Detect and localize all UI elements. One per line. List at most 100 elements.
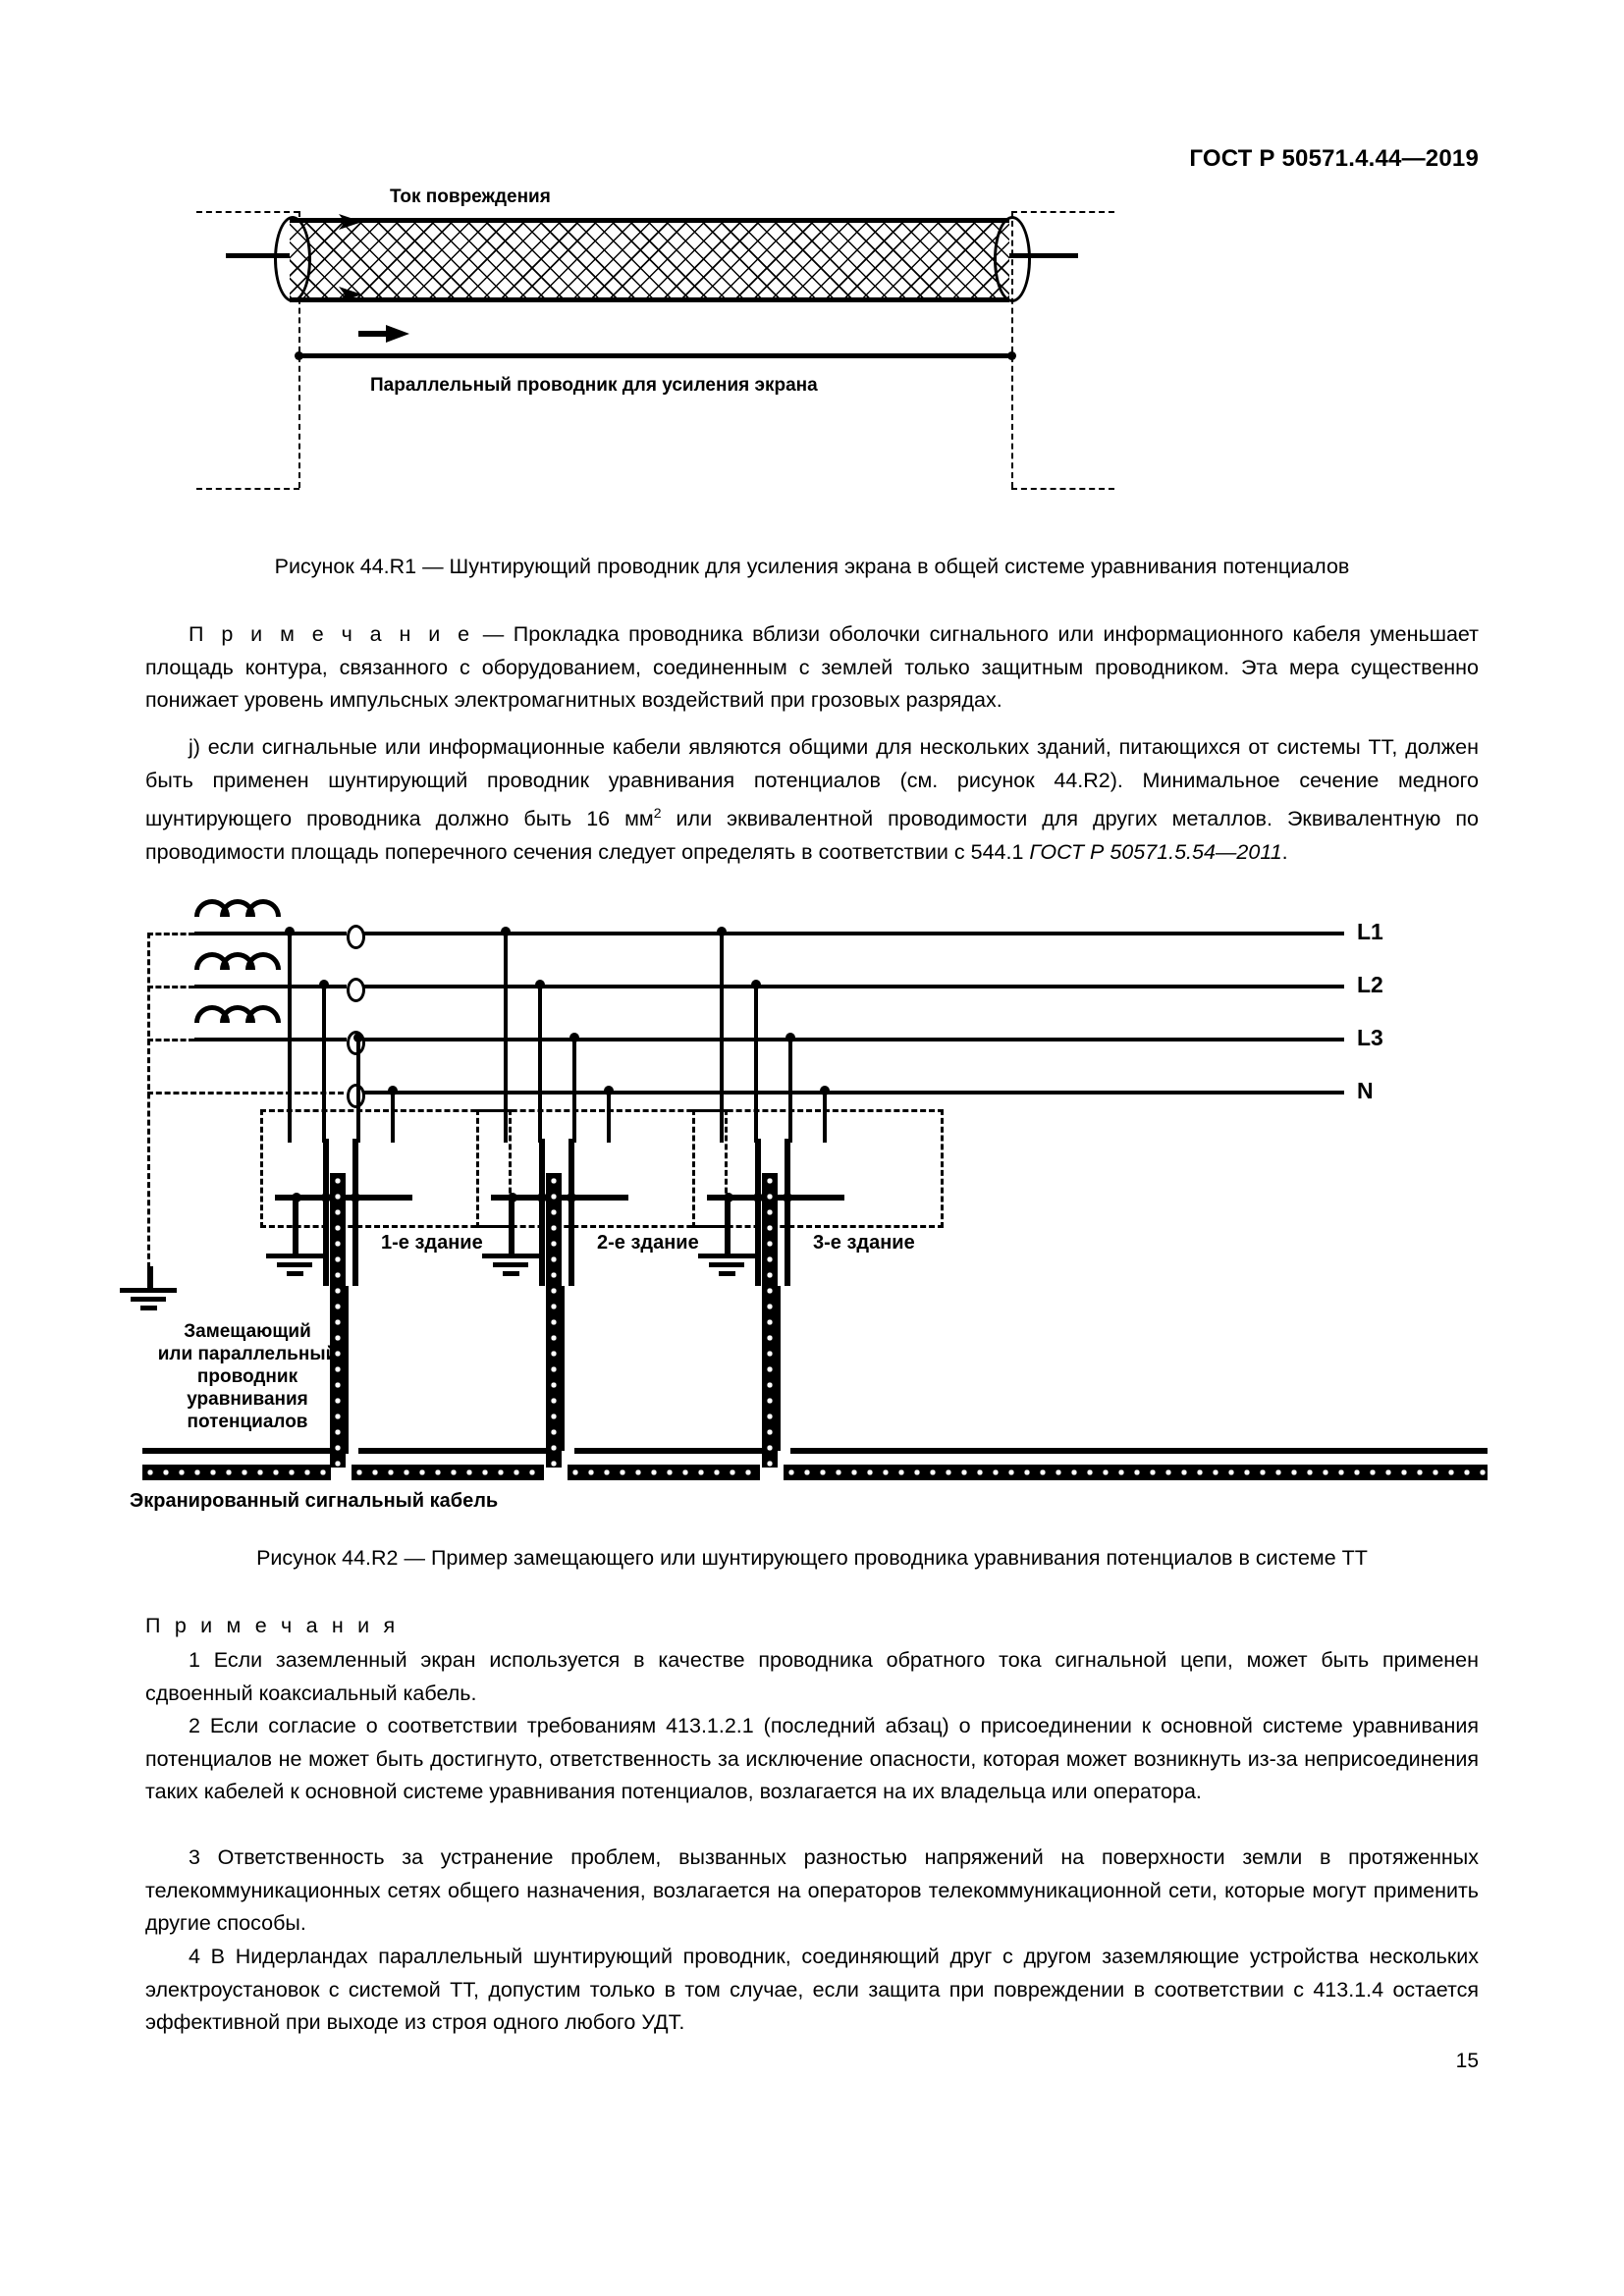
- earth-electrode-1: [266, 1254, 323, 1280]
- r1-frame-line: [1011, 211, 1013, 488]
- building-label-1: 1-е здание: [381, 1232, 483, 1254]
- eq-line-5: потенциалов: [187, 1412, 308, 1432]
- pe-conductor-1a: [323, 1139, 329, 1286]
- drop-b2-n: [607, 1091, 611, 1143]
- note-body: Прокладка проводника вблизи оболочки сиг…: [145, 622, 1479, 712]
- figure-44-r2: L1 L2 L3 N 1-е здание: [120, 899, 1488, 1512]
- fault-current-arrow-bottom: [339, 287, 362, 302]
- shielded-cable-riser-2: [546, 1173, 562, 1468]
- note-item-1: 1 Если заземленный экран используется в …: [145, 1648, 1479, 1705]
- fault-current-label: Ток повреждения: [390, 187, 551, 207]
- node-b2-l2: [535, 980, 545, 989]
- transformer-coil-l1: [194, 899, 281, 934]
- coil-lead-l2: [194, 985, 347, 988]
- node-b3-l1: [717, 927, 727, 936]
- standard-header: ГОСТ Р 50571.4.44—2019: [1189, 145, 1479, 172]
- drop-b1-n: [391, 1091, 395, 1143]
- cable-end-left: [274, 216, 311, 302]
- r1-frame-line: [196, 211, 299, 213]
- bus-n: [362, 1091, 1344, 1095]
- building-label-3: 3-е здание: [813, 1232, 915, 1254]
- cable-end-right: [994, 216, 1031, 302]
- phase-label-l1: L1: [1357, 919, 1383, 944]
- earth-electrode-3: [698, 1254, 755, 1280]
- notes-heading-text: П р и м е ч а н и я: [145, 1614, 400, 1637]
- parallel-conductor-line: [298, 353, 1013, 358]
- ground-lead-3: [725, 1195, 731, 1254]
- node-b1-l1: [285, 927, 295, 936]
- source-neutral-line: [147, 1092, 344, 1095]
- pe-conductor-3a: [755, 1139, 761, 1286]
- connection-dot: [295, 351, 303, 360]
- pe-conductor-2b: [568, 1139, 574, 1286]
- fault-current-arrow-top: [339, 214, 362, 230]
- shielded-cable-riser-1: [330, 1173, 346, 1468]
- drop-b3-l2: [754, 985, 758, 1143]
- drop-b3-l1: [720, 932, 724, 1143]
- phase-label-l3: L3: [1357, 1025, 1383, 1050]
- clause-j-paragraph: j) если сигнальные или информационные ка…: [145, 731, 1479, 869]
- figure-r2-caption: Рисунок 44.R2 — Пример замещающего или ш…: [256, 1546, 1368, 1570]
- eq-line-2: или параллельный: [157, 1344, 338, 1364]
- eq-line-4: уравнивания: [187, 1389, 308, 1410]
- figure-r1-caption: Рисунок 44.R1 — Шунтирующий проводник дл…: [274, 555, 1350, 578]
- equalizing-conductor-run-0: [142, 1448, 349, 1454]
- node-b3-l3: [785, 1033, 795, 1042]
- bus-l3: [362, 1038, 1344, 1041]
- earth-electrode-2: [482, 1254, 539, 1280]
- r1-frame-line: [298, 211, 300, 488]
- pe-conductor-1b: [352, 1139, 358, 1286]
- r1-frame-line: [196, 488, 299, 490]
- ground-lead-1: [293, 1195, 298, 1254]
- shielded-cable-run-1: [352, 1465, 544, 1480]
- drop-b2-l3: [572, 1038, 576, 1143]
- connection-dot: [1007, 351, 1016, 360]
- source-outline: [147, 1039, 194, 1041]
- shielded-cable-run-0: [142, 1465, 331, 1480]
- r1-frame-line: [1011, 211, 1114, 213]
- drop-b2-l2: [538, 985, 542, 1143]
- equalizing-conductor-run-1: [358, 1448, 555, 1454]
- figure-44-r1: Ток повреждения Параллельный проводник д…: [196, 187, 1384, 522]
- equalizing-conductor-run-2: [574, 1448, 771, 1454]
- parallel-conductor-label: Параллельный проводник для усиления экра…: [370, 375, 818, 396]
- building-label-2: 2-е здание: [597, 1232, 699, 1254]
- node-b1-l2: [319, 980, 329, 989]
- source-ground-lead: [147, 1266, 153, 1288]
- note-item-2: 2 Если согласие о соответствии требовани…: [145, 1714, 1479, 1803]
- terminal-n: [347, 1084, 365, 1108]
- equalizing-riser-1: [343, 1286, 349, 1451]
- building-box-2: [476, 1109, 728, 1228]
- pe-conductor-3b: [785, 1139, 790, 1286]
- shielded-cable-run-3: [784, 1465, 1488, 1480]
- note-dash: —: [473, 622, 514, 646]
- clause-j-part2: или эквивалентной проводимости для други…: [145, 807, 1479, 864]
- shielded-cable-label: Экранированный сигнальный кабель: [130, 1490, 499, 1512]
- drop-b3-l3: [788, 1038, 792, 1143]
- r1-frame-line: [1011, 488, 1114, 490]
- phase-label-l2: L2: [1357, 972, 1383, 997]
- node-b2-l1: [501, 927, 511, 936]
- bus-l1: [362, 932, 1344, 935]
- cable-lead-right: [1000, 253, 1078, 258]
- building-box-3: [692, 1109, 944, 1228]
- node-b1-n: [388, 1086, 398, 1095]
- clause-j-reference: ГОСТ Р 50571.5.54—2011: [1029, 839, 1282, 864]
- phase-label-n: N: [1357, 1078, 1374, 1103]
- notes-heading: П р и м е ч а н и я: [145, 1610, 1479, 1643]
- shielded-cable-riser-3: [762, 1173, 778, 1468]
- transformer-coil-l3: [194, 1005, 281, 1041]
- drop-b3-n: [823, 1091, 827, 1143]
- source-outline: [147, 986, 194, 988]
- source-outline: [147, 933, 150, 1286]
- equalizing-conductor-label: Замещающий или параллельный проводник ур…: [149, 1320, 346, 1433]
- node-b3-n: [820, 1086, 830, 1095]
- note-item-4: 4 В Нидерландах параллельный шунтирующий…: [145, 1945, 1479, 2034]
- node-b3-l2: [751, 980, 761, 989]
- coil-lead-l3: [194, 1038, 347, 1041]
- building-box-1: [260, 1109, 512, 1228]
- page-number: 15: [1455, 2050, 1479, 2072]
- clause-j-part3: .: [1281, 839, 1288, 864]
- source-earth-electrode: [120, 1288, 177, 1314]
